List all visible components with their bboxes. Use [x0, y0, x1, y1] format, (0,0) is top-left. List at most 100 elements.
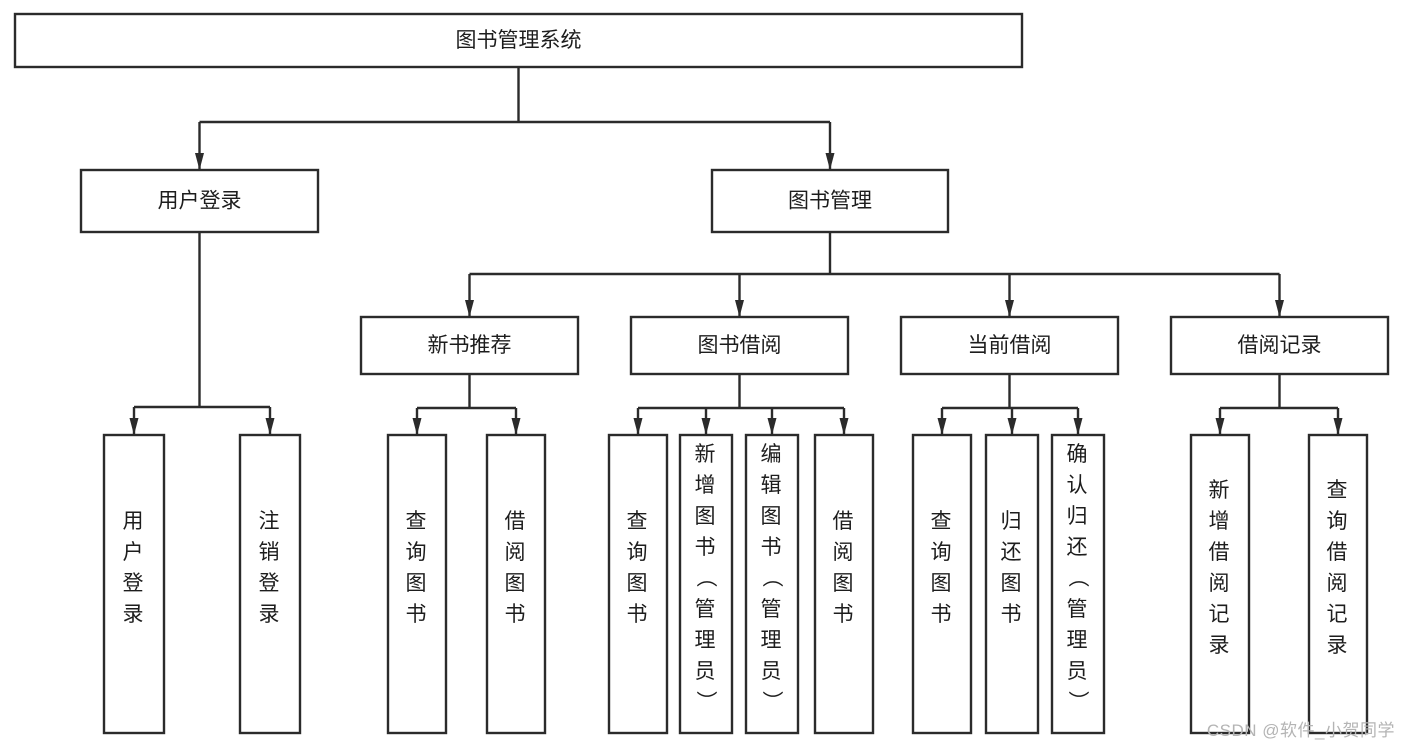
node-label: 图书管理 — [788, 190, 872, 213]
node-label-char: 图 — [406, 572, 429, 595]
node-box — [813, 433, 875, 735]
node-label-char: 图 — [627, 572, 650, 595]
node-label-char: 录 — [1209, 634, 1232, 657]
node-label-char: 书 — [833, 603, 856, 626]
arrow-head-icon — [265, 418, 275, 435]
node-label-char: 登 — [123, 572, 146, 595]
node-label-char: 编 — [761, 443, 784, 466]
arrow-head-icon — [465, 300, 474, 317]
node-box — [984, 433, 1040, 735]
node-label-char: 管 — [1067, 598, 1090, 621]
arrow-head-icon — [937, 418, 947, 435]
arrow-head-icon — [633, 418, 643, 435]
node-label: 当前借阅 — [968, 334, 1052, 357]
node-label-char: 用 — [123, 510, 146, 533]
node-label-char: 图 — [505, 572, 528, 595]
node-label-char: 录 — [259, 603, 282, 626]
node-box — [238, 433, 302, 735]
node-label-char: 借 — [505, 510, 528, 533]
node-new-book-recommend[interactable]: 新书推荐 — [359, 315, 580, 376]
node-box — [678, 433, 734, 735]
node-label-char: 登 — [259, 572, 282, 595]
node-label-char: （ — [1066, 567, 1089, 590]
node-label-char: 书 — [627, 603, 650, 626]
arrow-head-icon — [1275, 300, 1284, 317]
node-box — [102, 433, 166, 735]
node-label-char: （ — [760, 567, 783, 590]
node-label: 用户登录 — [158, 190, 242, 213]
node-label-char: 新 — [695, 443, 718, 466]
node-label-char: 员 — [761, 660, 784, 683]
node-book-management[interactable]: 图书管理 — [710, 168, 950, 234]
node-label-char: 图 — [695, 505, 718, 528]
node-box — [1189, 433, 1251, 735]
node-user-login-leaf[interactable]: 用户登录 — [102, 433, 166, 735]
node-box — [607, 433, 669, 735]
node-label-char: 注 — [259, 510, 282, 533]
node-label-char: 理 — [761, 629, 784, 652]
node-label-char: 阅 — [1327, 572, 1350, 595]
node-user-login[interactable]: 用户登录 — [79, 168, 320, 234]
node-current-borrow[interactable]: 当前借阅 — [899, 315, 1120, 376]
node-label-char: 新 — [1209, 479, 1232, 502]
arrow-head-icon — [129, 418, 139, 435]
arrow-head-icon — [1073, 418, 1083, 435]
node-label-char: 查 — [406, 510, 429, 533]
node-label-char: 阅 — [833, 541, 856, 564]
node-box — [1169, 315, 1390, 376]
edges-layer — [129, 67, 1343, 435]
node-label-char: 销 — [259, 541, 282, 564]
node-borrow-record[interactable]: 借阅记录 — [1169, 315, 1390, 376]
node-label-char: 还 — [1001, 541, 1024, 564]
node-label-char: 增 — [695, 474, 718, 497]
node-label: 新书推荐 — [428, 334, 512, 357]
arrow-head-icon — [195, 153, 204, 170]
node-label-char: 书 — [406, 603, 429, 626]
node-label-char: 员 — [695, 660, 718, 683]
node-book-borrow[interactable]: 图书借阅 — [629, 315, 850, 376]
node-label-char: 图 — [833, 572, 856, 595]
arrow-head-icon — [701, 418, 711, 435]
node-root[interactable]: 图书管理系统 — [13, 12, 1024, 69]
node-label-char: 增 — [1209, 510, 1232, 533]
node-label-char: 书 — [505, 603, 528, 626]
node-label-char: 归 — [1067, 505, 1090, 528]
node-label-char: 图 — [761, 505, 784, 528]
node-label-char: ） — [694, 691, 717, 714]
node-box — [1050, 433, 1106, 735]
node-label-char: 录 — [123, 603, 146, 626]
node-box — [899, 315, 1120, 376]
node-label-char: 图 — [931, 572, 954, 595]
node-box — [386, 433, 448, 735]
node-label-char: 户 — [123, 541, 146, 564]
node-label-char: 管 — [761, 598, 784, 621]
arrow-head-icon — [767, 418, 777, 435]
node-label-char: 阅 — [1209, 572, 1232, 595]
node-label-char: 书 — [1001, 603, 1024, 626]
node-label-char: 员 — [1067, 660, 1090, 683]
node-label-char: 录 — [1327, 634, 1350, 657]
node-label-char: 询 — [627, 541, 650, 564]
node-label-char: 询 — [406, 541, 429, 564]
arrow-head-icon — [1005, 300, 1014, 317]
node-label-char: 借 — [1209, 541, 1232, 564]
arrow-head-icon — [825, 153, 835, 170]
node-label-char: 记 — [1327, 603, 1350, 626]
node-label-char: 查 — [627, 510, 650, 533]
node-box — [911, 433, 973, 735]
node-label: 图书管理系统 — [456, 29, 582, 52]
node-label-char: （ — [694, 567, 717, 590]
